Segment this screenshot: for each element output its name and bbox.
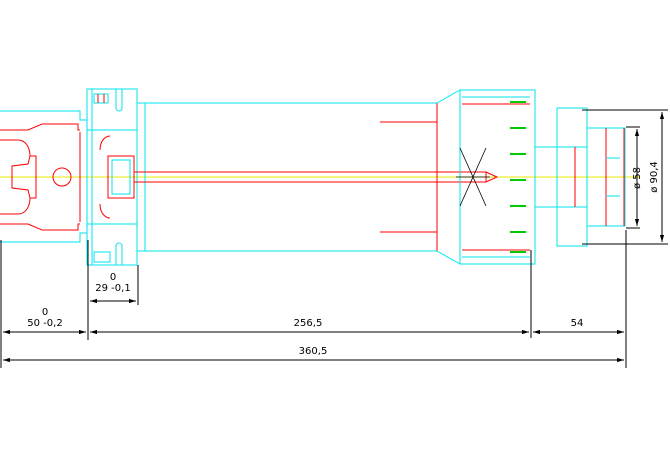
dim-shank-lower: 50 -0,2	[27, 318, 62, 329]
flange	[86, 88, 138, 266]
dim-flange-lower: 29 -0,1	[95, 283, 130, 294]
dim-bore-diameter: ø 58	[632, 167, 643, 189]
dimension-lines	[0, 109, 668, 368]
dim-shank-upper: 0	[42, 307, 48, 318]
dim-outer-diameter: ø 90,4	[649, 161, 660, 193]
dim-total-length: 360,5	[299, 346, 328, 357]
dim-nose-length: 54	[571, 318, 584, 329]
nose	[534, 107, 626, 247]
dim-flange-upper: 0	[110, 272, 116, 283]
clamping-nut	[436, 89, 536, 265]
dim-body-length: 256,5	[294, 318, 323, 329]
shank	[0, 110, 88, 243]
